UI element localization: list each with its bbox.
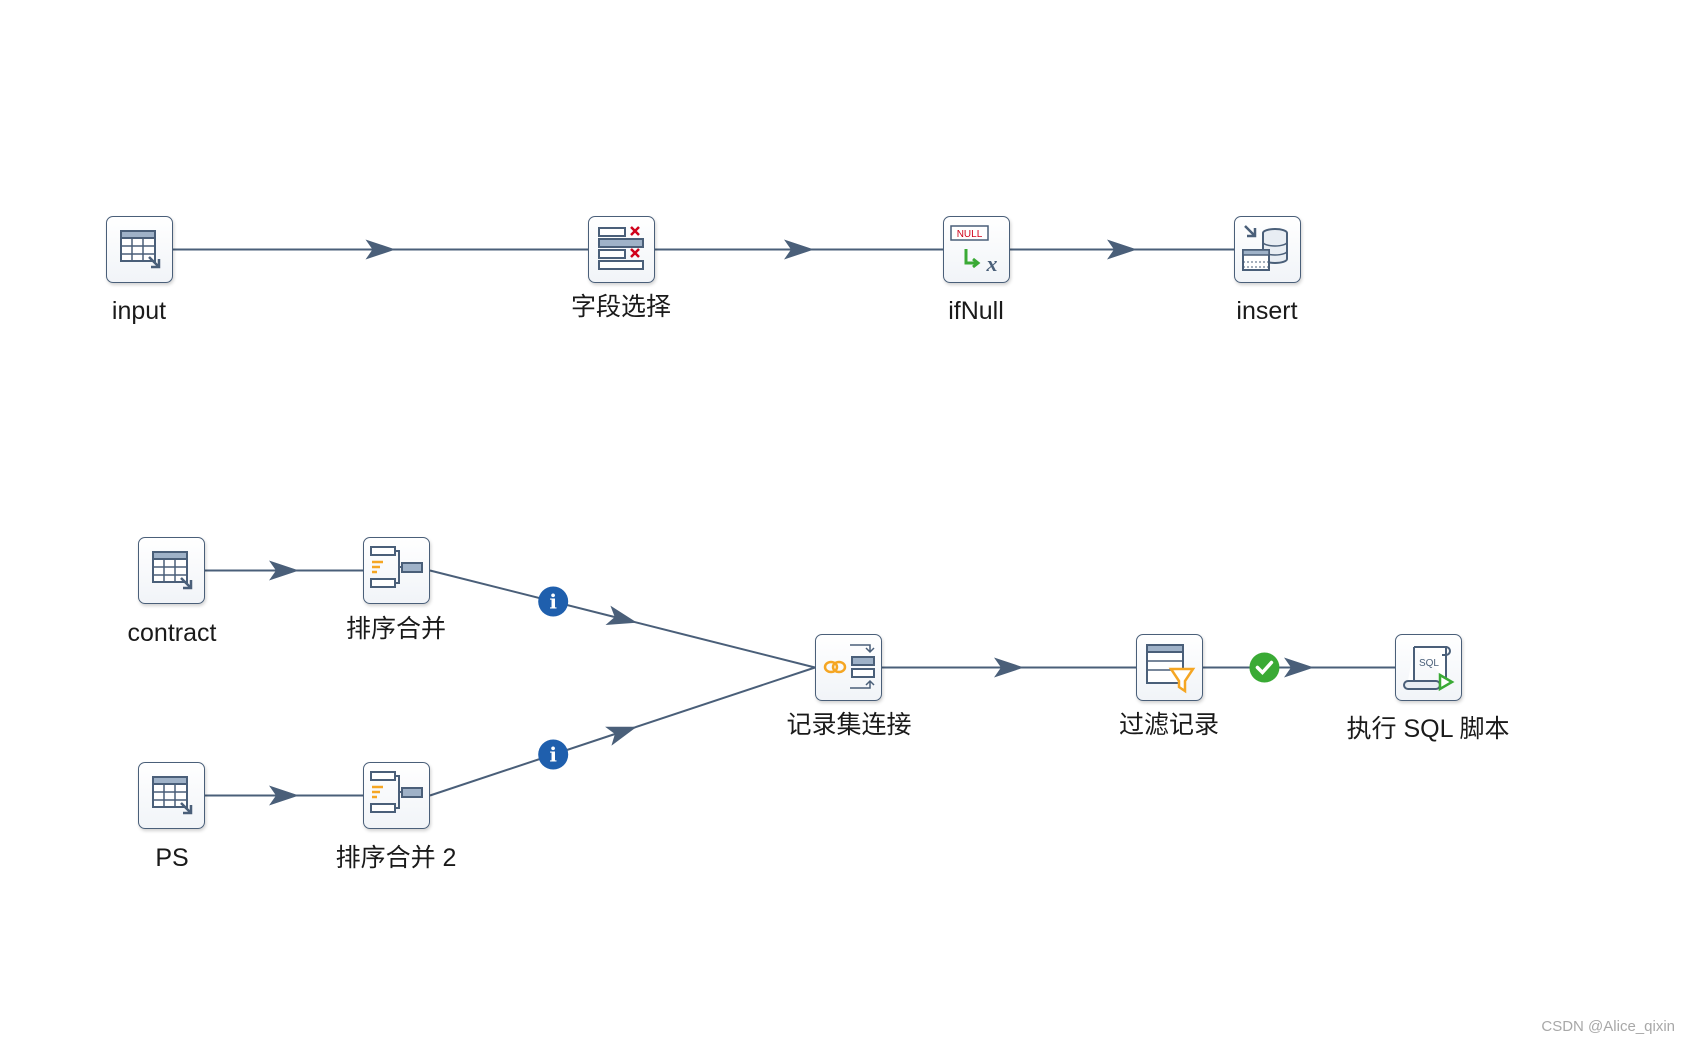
info-badge-icon [538, 586, 569, 617]
insert-update-icon [1242, 225, 1288, 271]
sort-merge-icon [370, 546, 423, 588]
hop-sort_merge_2-to-join[interactable] [429, 666, 816, 797]
table-input-icon [152, 776, 193, 815]
step-field-select[interactable] [588, 216, 655, 283]
info-glyph: i [549, 743, 557, 767]
step-label-input: input [111, 297, 167, 325]
info-badge-icon [538, 739, 569, 770]
table-input-icon [120, 230, 161, 269]
x-glyph: x [986, 251, 998, 276]
merge-join-icon [823, 644, 875, 689]
step-label-join: 记录集连接 [786, 711, 912, 739]
step-insert[interactable] [1234, 216, 1301, 283]
step-label-sort-merge-2: 排序合并 2 [335, 844, 457, 872]
step-label-contract: contract [127, 619, 217, 647]
sql-script-icon: SQL [1403, 646, 1455, 692]
sql-badge: SQL [1419, 658, 1439, 669]
step-label-sort-merge: 排序合并 [345, 615, 446, 643]
step-join[interactable] [815, 634, 882, 701]
step-input[interactable] [106, 216, 173, 283]
step-label-insert: insert [1236, 297, 1298, 325]
step-filter[interactable] [1136, 634, 1203, 701]
step-label-ifnull: ifNull [948, 297, 1004, 325]
step-label-exec-sql: 执行 SQL 脚本 [1346, 715, 1510, 743]
table-input-icon [152, 551, 193, 590]
step-ifnull[interactable]: NULL x [943, 216, 1010, 283]
success-check-icon [1249, 652, 1280, 683]
filter-rows-icon [1146, 644, 1196, 694]
step-label-field-select: 字段选择 [570, 293, 671, 321]
step-sort-merge[interactable] [363, 537, 430, 604]
step-exec-sql[interactable]: SQL [1395, 634, 1462, 701]
if-null-icon: NULL x [950, 225, 998, 276]
checkmark-icon [1255, 660, 1274, 676]
hop-sort_merge-to-join[interactable] [429, 569, 816, 669]
select-values-icon [598, 226, 644, 270]
step-label-filter: 过滤记录 [1118, 711, 1219, 739]
step-sort-merge-2[interactable] [363, 762, 430, 829]
step-contract[interactable] [138, 537, 205, 604]
sort-merge-icon [370, 771, 423, 813]
step-label-ps: PS [155, 844, 189, 872]
step-ps[interactable] [138, 762, 205, 829]
null-badge: NULL [957, 229, 983, 240]
watermark: CSDN @Alice_qixin [1541, 1018, 1675, 1035]
info-glyph: i [549, 590, 557, 614]
